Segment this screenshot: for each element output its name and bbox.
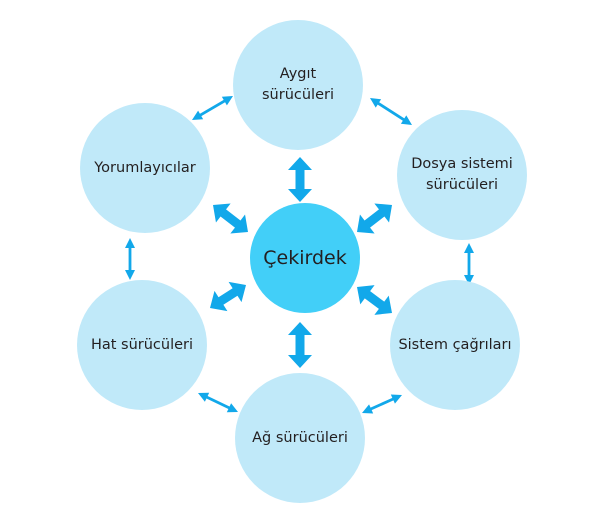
center-label: Çekirdek [263, 247, 347, 269]
thick-double-arrow-icon [213, 203, 248, 234]
node-label: Yorumlayıcılar [94, 159, 196, 176]
node-cekirdek: Çekirdek [250, 203, 360, 313]
double-arrow-icon [198, 392, 238, 413]
node-label: Sistem çağrıları [398, 336, 512, 353]
node-label: Hat sürücüleri [90, 336, 194, 353]
double-arrow-icon [370, 98, 412, 125]
node-ag-suruculeri: Ağ sürücüleri [235, 373, 365, 503]
double-arrow-icon [192, 96, 233, 120]
node-aygit-suruculeri: Aygıt sürücüleri [233, 20, 363, 150]
node-sistem-cagrilari: Sistem çağrıları [390, 280, 520, 410]
thick-double-arrow-icon [357, 203, 392, 234]
double-arrow-icon [362, 394, 402, 414]
thick-double-arrow-icon [288, 322, 312, 368]
node-yorumlayicilar: Yorumlayıcılar [80, 103, 210, 233]
double-arrow-icon [125, 238, 135, 280]
node-label: Dosya sistemi sürücüleri [411, 156, 513, 193]
thick-double-arrow-icon [357, 285, 392, 315]
node-hat-suruculeri: Hat sürücüleri [77, 280, 207, 410]
node-label: Ağ sürücüleri [252, 429, 348, 446]
thick-double-arrow-icon [288, 157, 312, 202]
double-arrow-icon [464, 243, 474, 285]
node-dosya-sistemi-suruculeri: Dosya sistemi sürücüleri [397, 110, 527, 240]
thick-double-arrow-icon [210, 281, 246, 312]
node-label: Aygıt sürücüleri [262, 66, 334, 103]
